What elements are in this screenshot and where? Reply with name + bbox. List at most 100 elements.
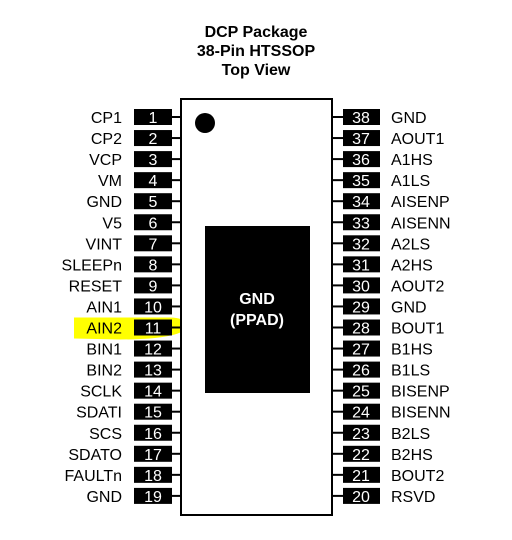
pin-label: A2HS	[391, 257, 433, 274]
pin-label: BISENP	[391, 384, 450, 401]
pin-label: AISENP	[391, 194, 450, 211]
pin-number-box	[343, 424, 380, 441]
thermal-pad	[205, 226, 310, 393]
pin-number-box	[134, 172, 172, 189]
pin-31: 31 A2HS	[332, 256, 433, 274]
pin-label: RESET	[69, 278, 123, 295]
thermal-pad-label: GND	[239, 291, 275, 308]
pin-number: 38	[352, 110, 370, 127]
pin-number: 25	[352, 384, 370, 401]
pin-number-box	[134, 193, 172, 210]
pin-label: AOUT1	[391, 131, 444, 148]
pin-label: GND	[391, 299, 427, 316]
pin-number: 13	[144, 363, 162, 380]
pin-label: VM	[98, 173, 122, 190]
pin-number-box	[134, 382, 172, 399]
pin-number: 28	[352, 321, 370, 338]
pin-number-box	[343, 319, 380, 336]
pin-26: 26 B1LS	[332, 361, 430, 380]
pin-1: 1 CP1	[91, 109, 181, 127]
pin-number-box	[343, 151, 380, 168]
pin-number-box	[343, 445, 380, 462]
pin-label: FAULTn	[65, 468, 123, 485]
pin-number: 9	[149, 278, 158, 295]
pin-number: 10	[144, 299, 162, 316]
pin-label: SCLK	[80, 384, 122, 401]
pin-number-box	[134, 340, 172, 357]
pin-number: 1	[149, 110, 158, 127]
pin-number: 26	[352, 363, 370, 380]
pin-label: BIN2	[86, 363, 122, 380]
pin-label: B2HS	[391, 447, 433, 464]
pin-number-box	[134, 424, 172, 441]
pin-number-box	[343, 256, 380, 273]
pin-label: CP2	[91, 131, 122, 148]
pin-number: 11	[145, 321, 162, 338]
pin-number-box	[134, 403, 172, 420]
pin-number-box	[134, 445, 172, 462]
pin-label: B1HS	[391, 342, 433, 359]
pin-number: 21	[352, 468, 370, 485]
pin-label: SDATI	[76, 405, 122, 422]
pin-27: 27 B1HS	[332, 340, 433, 359]
pin-15: 15 SDATI	[76, 403, 181, 422]
title-package: DCP Package	[205, 24, 308, 41]
pin-number: 27	[352, 342, 370, 359]
pin-number-box	[343, 235, 380, 252]
pin-number: 35	[352, 173, 370, 190]
pin-label: B1LS	[391, 363, 430, 380]
pin-number: 5	[149, 194, 158, 211]
pin-number-box	[134, 361, 172, 378]
pin-number-box	[134, 319, 172, 336]
pin-number-box	[343, 298, 380, 315]
left-pin-column: 1CP12CP23VCP4VM5GND6V57VINT8SLEEPn9RESET…	[62, 109, 181, 506]
pin-label: VCP	[89, 152, 122, 169]
title-pin-count: 38-Pin HTSSOP	[197, 43, 316, 60]
pin-number: 15	[144, 405, 162, 422]
pin-label: BIN1	[86, 342, 122, 359]
pin-number: 31	[352, 257, 370, 274]
pin-number-box	[134, 235, 172, 252]
pin-label: BISENN	[391, 405, 451, 422]
pin1-marker-dot	[195, 113, 215, 133]
pin-number-box	[343, 487, 380, 504]
pin-number: 33	[352, 215, 370, 232]
pin-label: CP1	[91, 110, 122, 127]
pin-number-box	[134, 109, 172, 125]
pin-number-box	[134, 466, 172, 483]
pin-number-box	[134, 256, 172, 273]
pin-number: 4	[149, 173, 158, 190]
pin-label: SLEEPn	[62, 257, 122, 274]
pin-24: 24 BISENN	[332, 403, 451, 422]
pin-number: 12	[144, 342, 162, 359]
pin-number-box	[343, 172, 380, 189]
pin-number-box	[343, 109, 380, 125]
pin-number: 24	[352, 405, 370, 422]
pin-label: B2LS	[391, 426, 430, 443]
pin-label: AOUT2	[391, 278, 444, 295]
pin-6: 6V5	[102, 214, 181, 232]
pin-12: 12 BIN1	[86, 340, 181, 359]
pin-number: 7	[149, 236, 158, 253]
pin-label: RSVD	[391, 489, 435, 506]
pin-label: V5	[102, 215, 122, 232]
pin-number: 18	[144, 468, 162, 485]
pin-label: GND	[86, 194, 122, 211]
pin-number-box	[134, 214, 172, 231]
